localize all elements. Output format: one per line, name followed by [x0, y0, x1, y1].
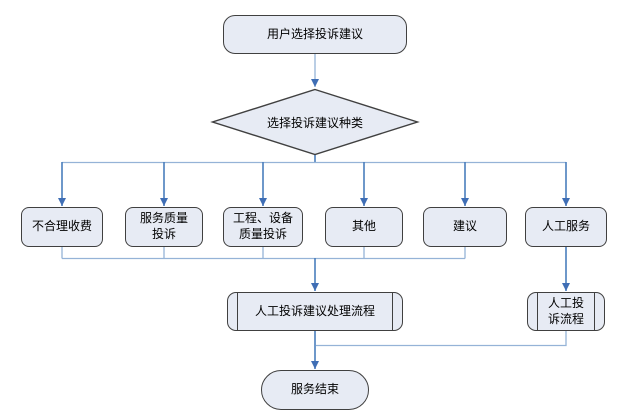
node-label: 人工投 诉流程 — [547, 295, 584, 326]
node-label: 建议 — [452, 219, 477, 234]
node-end-terminator: 服务结束 — [261, 370, 369, 410]
decision-shape-layer — [210, 88, 420, 156]
merge-stub-lines — [61, 247, 466, 259]
predefined-process-bar-left — [237, 293, 238, 330]
node-manual-complaint-flow: 人工投 诉流程 — [527, 292, 605, 331]
node-other: 其他 — [325, 207, 403, 247]
node-label: 选择投诉建议种类 — [266, 115, 363, 130]
node-label: 服务质量 投诉 — [139, 211, 188, 241]
connector-manual-flow-to-main-line — [316, 331, 567, 347]
node-label: 人工服务 — [541, 219, 590, 234]
node-label: 用户选择投诉建议 — [266, 26, 363, 41]
predefined-process-bar-right — [392, 293, 393, 330]
node-label: 服务结束 — [290, 382, 339, 397]
node-label: 其他 — [351, 219, 376, 234]
predefined-process-bar-left — [537, 293, 538, 330]
decision-diamond-shape — [210, 88, 420, 156]
node-suggestion: 建议 — [423, 207, 507, 247]
node-engineering-equipment-complaint: 工程、设备 质量投诉 — [223, 207, 303, 247]
node-manual-service: 人工服务 — [525, 207, 607, 247]
node-service-quality-complaint: 服务质量 投诉 — [125, 207, 203, 247]
node-label: 人工投诉建议处理流程 — [254, 303, 375, 318]
node-start-terminator: 用户选择投诉建议 — [223, 15, 407, 54]
node-label: 不合理收费 — [31, 219, 92, 234]
node-manual-complaint-suggestion-process: 人工投诉建议处理流程 — [227, 292, 403, 331]
node-unreasonable-fee: 不合理收费 — [21, 207, 103, 247]
node-label: 工程、设备 质量投诉 — [232, 211, 293, 241]
node-decision: 选择投诉建议种类 — [210, 88, 420, 156]
predefined-process-bar-right — [594, 293, 595, 330]
